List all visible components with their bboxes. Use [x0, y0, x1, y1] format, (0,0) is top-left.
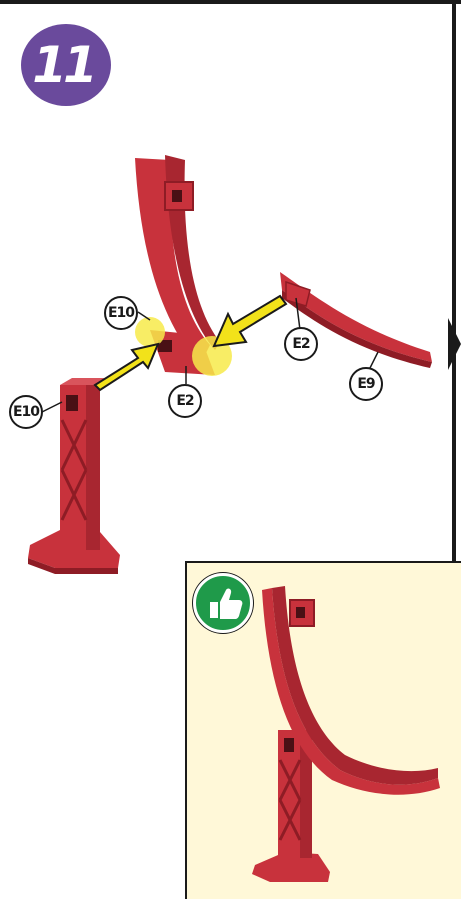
- part-label-e2-center: E2: [168, 384, 202, 418]
- part-label-e10-top: E10: [104, 296, 138, 330]
- chevron-right-icon: [448, 318, 461, 370]
- part-label-e10-left: E10: [9, 395, 43, 429]
- arrow-left-icon: [95, 344, 158, 390]
- part-label-e2-right: E2: [284, 327, 318, 361]
- part-label-e9: E9: [349, 367, 383, 401]
- arrow-right-icon: [214, 296, 286, 346]
- assembled-model-preview: [252, 586, 440, 882]
